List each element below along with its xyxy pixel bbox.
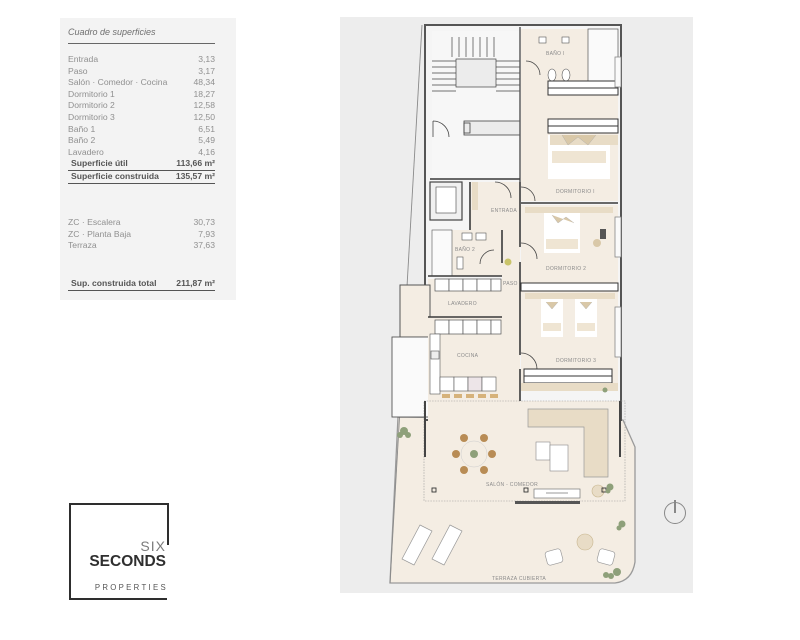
room-name: Lavadero (68, 146, 104, 157)
logo-seconds: SECONDS (89, 553, 166, 570)
table-row: Baño 1 6,51 (68, 124, 215, 136)
table-row: Baño 2 5,49 (68, 135, 215, 147)
extra-name: ZC · Escalera (68, 217, 121, 227)
logo-frame (69, 503, 169, 600)
label-dormitorio-1: DORMITORIO I (556, 189, 595, 195)
title-divider (68, 43, 215, 44)
logo-properties: PROPERTIES (94, 583, 168, 592)
label-dormitorio-3: DORMITORIO 3 (556, 358, 596, 364)
useful-surface-value: 113,66 m² (176, 158, 215, 169)
interior-walls (428, 178, 618, 401)
room-area: 48,34 (193, 77, 215, 88)
room-name: Baño 2 (68, 135, 96, 146)
useful-surface-label: Superficie útil (71, 158, 128, 169)
room-area: 18,27 (193, 88, 215, 99)
extra-area: 30,73 (193, 217, 215, 227)
room-name: Salón · Comedor · Cocina (68, 77, 168, 88)
room-name: Dormitorio 1 (68, 88, 115, 99)
total-built-label: Sup. construida total (71, 278, 157, 288)
label-salon-comedor: SALÓN - COMEDOR (486, 481, 538, 488)
table-row: Terraza 37,63 (68, 240, 215, 252)
useful-surface-row: Superficie útil 113,66 m² (68, 158, 215, 171)
table-title: Cuadro de superficies (68, 27, 156, 37)
dining-chairs (452, 434, 496, 474)
kitchen-island (439, 376, 497, 392)
extra-area: 37,63 (193, 240, 215, 251)
table-row: Dormitorio 3 12,50 (68, 112, 215, 124)
room-area: 5,49 (198, 135, 215, 146)
label-entrada: ENTRADA (491, 208, 517, 214)
laundry-units (434, 278, 502, 292)
north-arrow-icon (664, 500, 686, 524)
room-name: Dormitorio 3 (68, 111, 115, 122)
built-surface-row: Superficie construida 135,57 m² (68, 171, 215, 184)
room-areas-list: Entrada 3,13 Paso 3,17 Salón · Comedor · C… (68, 54, 215, 184)
room-area: 12,50 (193, 111, 215, 122)
room-name: Baño 1 (68, 123, 96, 134)
kitchen-upper-counter (434, 319, 502, 335)
sectional-sofa (527, 408, 609, 478)
floor-plan: BAÑO I DORMITORIO I ENTRADA DORMITORIO 2… (389, 24, 636, 584)
table-row: ZC · Planta Baja 7,93 (68, 229, 215, 241)
room-name: Paso (68, 65, 88, 76)
bar-stools (442, 394, 498, 398)
room-area: 6,51 (198, 123, 215, 134)
table-row: Dormitorio 2 12,58 (68, 100, 215, 112)
table-row: Salón · Comedor · Cocina 48,34 (68, 77, 215, 89)
table-row: Entrada 3,13 (68, 54, 215, 66)
sun-loungers (401, 524, 463, 566)
label-dormitorio-2: DORMITORIO 2 (546, 266, 586, 272)
room-area: 4,16 (198, 146, 215, 157)
room-name: Dormitorio 2 (68, 100, 115, 111)
logo-six: SIX (140, 538, 166, 554)
label-paso: PASO (503, 281, 518, 287)
room-area: 3,13 (198, 54, 215, 64)
extra-name: ZC · Planta Baja (68, 228, 132, 239)
extra-area: 7,93 (198, 228, 215, 239)
built-surface-value: 135,57 m² (175, 170, 215, 181)
table-row: Dormitorio 1 18,27 (68, 89, 215, 101)
label-bano-2: BAÑO 2 (455, 246, 475, 253)
table-row: Paso 3,17 (68, 66, 215, 78)
total-built-value: 211,87 m² (176, 278, 215, 288)
room-area: 12,58 (193, 100, 215, 111)
label-cocina: COCINA (457, 353, 479, 359)
table-row: Lavadero 4,16 (68, 147, 215, 159)
table-row: ZC · Escalera 30,73 (68, 217, 215, 229)
extra-name: Terraza (68, 240, 97, 251)
surfaces-table: Cuadro de superficies Entrada 3,13 Paso 3,… (60, 18, 236, 300)
label-terraza-cubierta: TERRAZA CUBIERTA (492, 576, 546, 582)
total-built-row: Sup. construida total 211,87 m² (68, 278, 215, 291)
plant-icons (397, 387, 626, 579)
staircase (432, 37, 520, 92)
built-surface-label: Superficie construida (71, 170, 159, 181)
room-area: 3,17 (198, 65, 215, 76)
room-name: Entrada (68, 54, 99, 64)
label-bano-1: BAÑO I (546, 50, 565, 57)
label-lavadero: LAVADERO (448, 301, 477, 307)
